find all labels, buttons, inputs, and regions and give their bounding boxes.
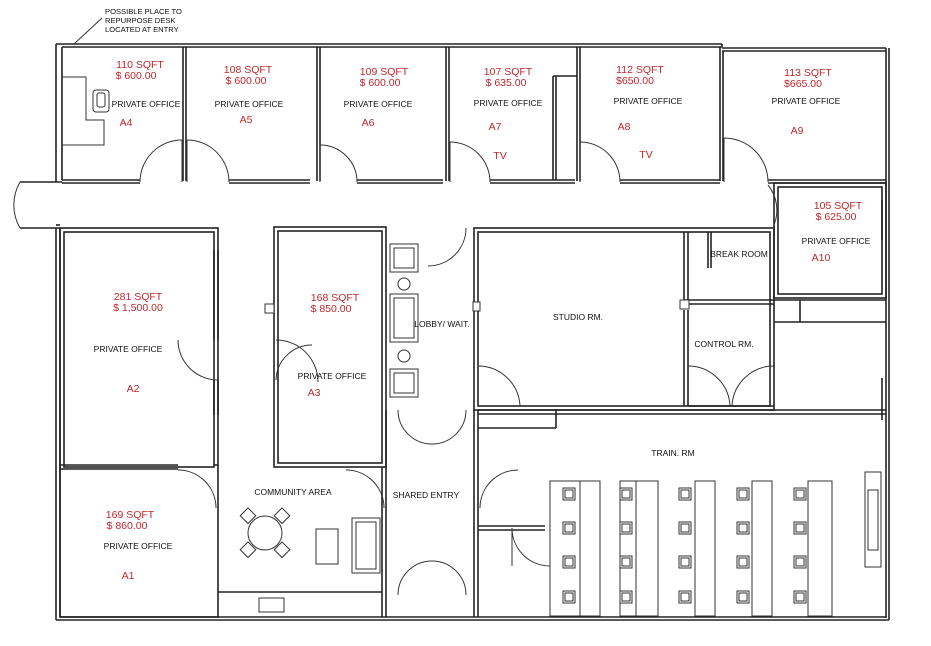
note-line2: REPURPOSE DESK: [105, 16, 175, 25]
training-chair-seat: [680, 557, 690, 567]
community-furniture: [239, 507, 381, 613]
training-chair-seat: [738, 592, 748, 602]
a5-price: $ 600.00: [226, 75, 267, 87]
a5-sqft: 108 SQFT: [224, 64, 273, 76]
a7-type: PRIVATE OFFICE: [474, 98, 543, 108]
a1-sqft: 169 SQFT: [106, 509, 155, 521]
break-room-label: BREAK ROOM: [710, 249, 768, 259]
a8-extra: TV: [639, 149, 652, 161]
a4-price: $ 600.00: [116, 70, 157, 82]
a3-type: PRIVATE OFFICE: [298, 371, 367, 381]
training-chair-seat: [795, 557, 805, 567]
training-chair-seat: [564, 592, 574, 602]
a9-type: PRIVATE OFFICE: [772, 96, 841, 106]
a6-sqft: 109 SQFT: [360, 66, 409, 78]
training-chair-seat: [680, 489, 690, 499]
a3-price: $ 850.00: [311, 303, 352, 315]
studio-walls: [472, 227, 775, 411]
control-room-label: CONTROL RM.: [694, 339, 753, 349]
a6-price: $ 600.00: [360, 77, 401, 89]
a8-type: PRIVATE OFFICE: [614, 96, 683, 106]
a10-type: PRIVATE OFFICE: [802, 236, 871, 246]
studio-label: STUDIO RM.: [553, 312, 603, 322]
lobby-label: LOBBY/ WAIT.: [414, 319, 469, 329]
community-area-label: COMMUNITY AREA: [254, 487, 332, 497]
a2-sqft: 281 SQFT: [114, 291, 163, 303]
left-offices-walls: [59, 227, 219, 618]
training-room-label: TRAIN. RM: [651, 448, 694, 458]
a5-type: PRIVATE OFFICE: [215, 99, 284, 109]
training-chair-seat: [621, 557, 631, 567]
a6-id: A6: [362, 117, 375, 129]
a9-price: $665.00: [784, 78, 822, 90]
training-chair-seat: [738, 489, 748, 499]
a7-extra: TV: [493, 150, 506, 162]
training-chair-seat: [680, 523, 690, 533]
a10-sqft: 105 SQFT: [814, 200, 863, 212]
a2-price: $ 1,500.00: [113, 302, 163, 314]
a8-id: A8: [618, 121, 631, 133]
a10-id: A10: [812, 252, 831, 264]
a1-price: $ 860.00: [107, 520, 148, 532]
a5-id: A5: [240, 114, 253, 126]
a3-sqft: 168 SQFT: [311, 292, 360, 304]
a9-sqft: 113 SQFT: [784, 67, 832, 79]
shared-entry-doors: [218, 227, 519, 617]
shared-entry-label: SHARED ENTRY: [393, 490, 460, 500]
a3-id: A3: [308, 387, 321, 399]
training-chair-seat: [795, 592, 805, 602]
training-chair-seat: [564, 557, 574, 567]
top-office-walls: [62, 47, 886, 184]
training-chair-seat: [621, 592, 631, 602]
training-chair-seat: [738, 523, 748, 533]
lobby-furniture: [389, 243, 419, 398]
a2-type: PRIVATE OFFICE: [94, 344, 163, 354]
a3-office-walls: [264, 226, 387, 468]
training-chair-seat: [621, 523, 631, 533]
training-chairs: [562, 487, 807, 604]
training-room: [478, 378, 886, 617]
room-labels: POSSIBLE PLACE TO REPURPOSE DESK LOCATED…: [94, 7, 871, 582]
a7-price: $ 635.00: [486, 77, 527, 89]
a10-price: $ 625.00: [816, 211, 857, 223]
training-chair-seat: [621, 489, 631, 499]
a4-id: A4: [120, 117, 133, 129]
top-row-doors: [13, 137, 769, 229]
training-chair-seat: [795, 489, 805, 499]
a8-price: $650.00: [616, 75, 654, 87]
training-chair-seat: [564, 489, 574, 499]
training-chair-seat: [564, 523, 574, 533]
entry-desk: [62, 17, 110, 146]
training-chair-seat: [738, 557, 748, 567]
a1-id: A1: [122, 570, 135, 582]
note-line3: LOCATED AT ENTRY: [105, 25, 179, 34]
training-chair-seat: [795, 523, 805, 533]
a6-type: PRIVATE OFFICE: [344, 99, 413, 109]
a7-sqft: 107 SQFT: [484, 66, 533, 78]
a2-id: A2: [127, 383, 140, 395]
a8-sqft: 112 SQFT: [616, 64, 664, 76]
note-line1: POSSIBLE PLACE TO: [105, 7, 182, 16]
a10-office-walls: [767, 182, 887, 323]
a4-type: PRIVATE OFFICE: [112, 99, 181, 109]
a4-sqft: 110 SQFT: [116, 59, 164, 71]
a9-id: A9: [791, 125, 804, 137]
a7-id: A7: [489, 121, 502, 133]
training-chair-seat: [680, 592, 690, 602]
a1-type: PRIVATE OFFICE: [104, 541, 173, 551]
